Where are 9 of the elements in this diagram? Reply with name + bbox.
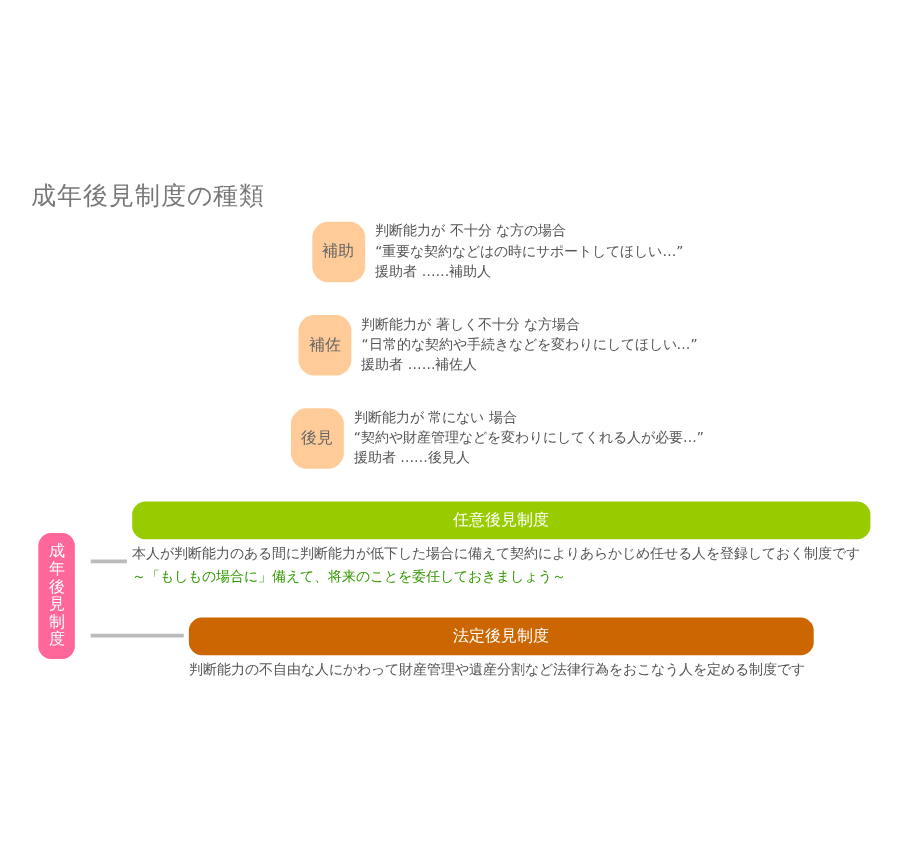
node-box: 補助 (312, 221, 366, 283)
connector (90, 559, 127, 564)
connector (90, 633, 184, 638)
diagram-title: 成年後見制度の種類 (30, 180, 265, 211)
node-box: 任意後見制度 (132, 501, 871, 540)
node-box: 法定後見制度 (188, 617, 814, 656)
node-box: 後見 (290, 408, 344, 469)
node-box: 成年後見制度 (38, 533, 75, 659)
node-box: 補佐 (298, 315, 352, 376)
